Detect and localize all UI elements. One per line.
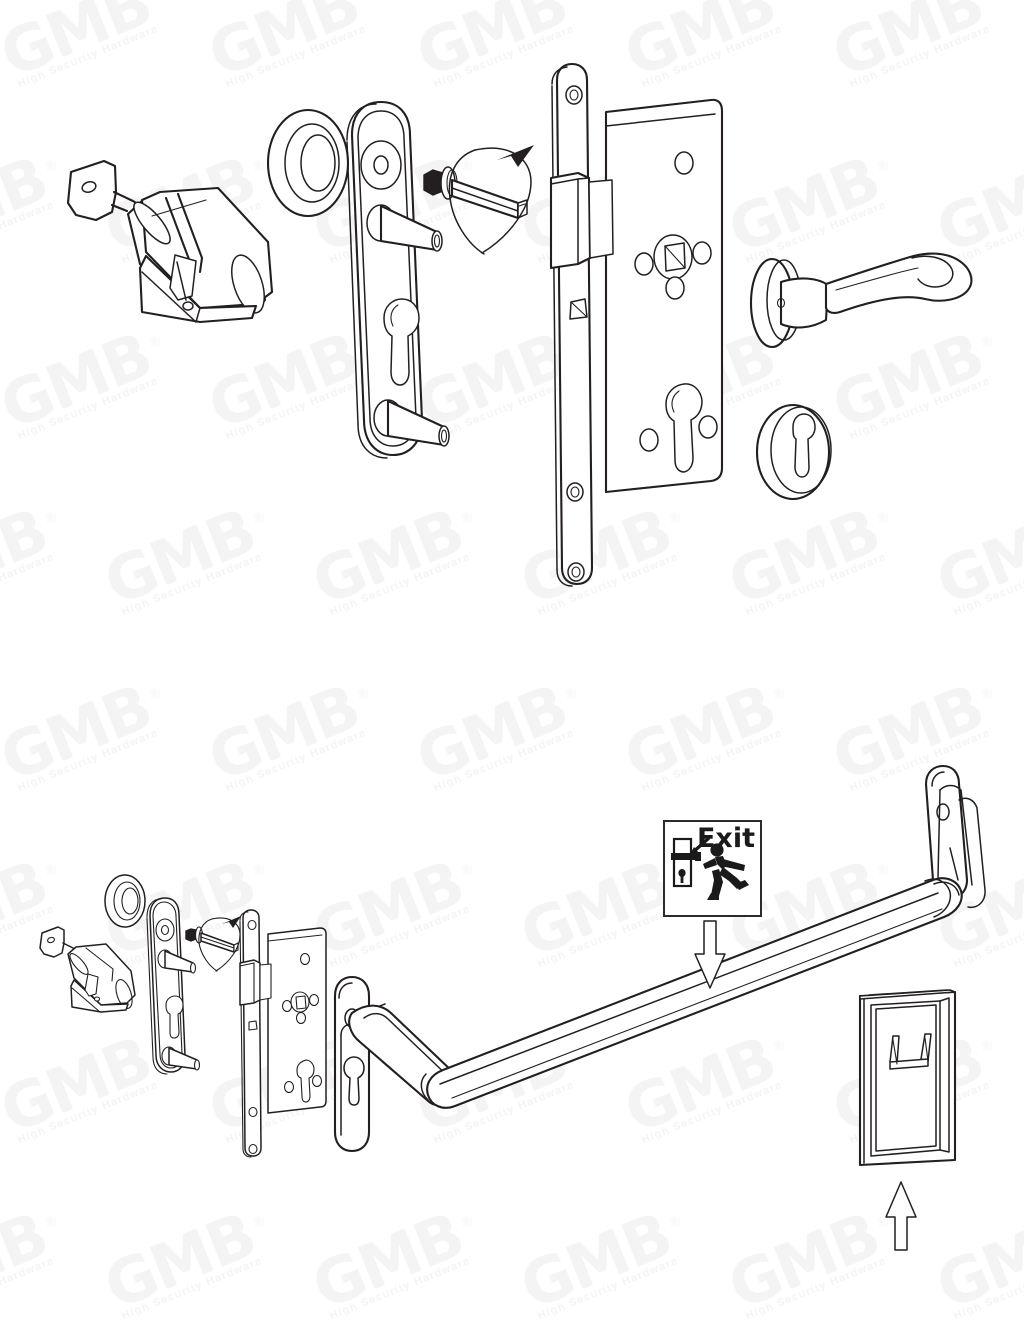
panic-right-mount bbox=[924, 764, 986, 909]
euro-cylinder bbox=[66, 159, 274, 324]
mortise-lock-body-small bbox=[239, 909, 327, 1158]
panic-left-mount bbox=[333, 975, 386, 1153]
mortise-lock-body bbox=[549, 62, 724, 587]
rotation-arrow-icon bbox=[448, 145, 534, 255]
square-spindle-small bbox=[185, 926, 239, 953]
exit-sign-label: Exit bbox=[696, 823, 755, 854]
lever-backplate-small bbox=[146, 897, 201, 1075]
keyhole-escutcheon bbox=[755, 403, 832, 501]
lever-backplate bbox=[346, 100, 450, 459]
exit-sign-box: Exit bbox=[663, 820, 762, 917]
door-up-arrow-icon bbox=[885, 1181, 917, 1251]
square-spindle bbox=[423, 166, 528, 220]
rosette-small bbox=[104, 874, 146, 928]
door-with-panic-bar bbox=[858, 989, 957, 1167]
exit-down-arrow-icon bbox=[694, 920, 726, 989]
exit-sign-pictogram bbox=[671, 836, 749, 900]
panic-push-bar bbox=[348, 877, 963, 1109]
rosette bbox=[266, 108, 350, 218]
euro-cylinder-small bbox=[39, 926, 136, 1013]
lever-handle bbox=[749, 252, 973, 349]
